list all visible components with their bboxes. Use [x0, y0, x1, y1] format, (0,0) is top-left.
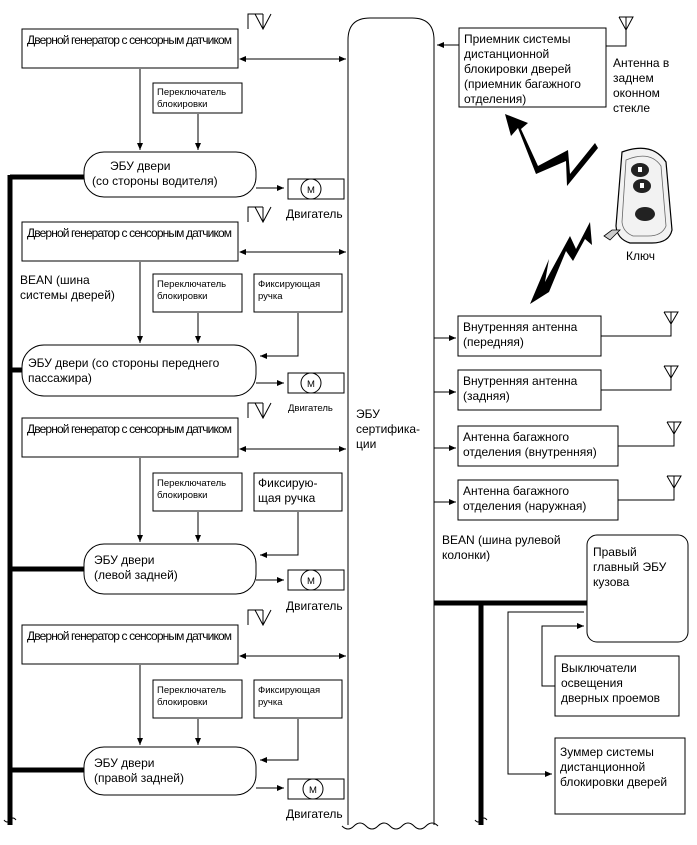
antenna-icon — [663, 365, 679, 379]
antenna-icon — [247, 609, 272, 627]
motor-letter: M — [309, 785, 317, 796]
lock-switch-box — [152, 472, 243, 512]
fixing-handle-box — [253, 472, 343, 512]
cert-break-bottom — [341, 822, 439, 830]
door-generator-label: Дверной генератор с сенсорным датчиком — [27, 226, 232, 240]
antenna-trunk-outer-box — [457, 479, 619, 521]
handle-to-ecu-arrow — [260, 512, 299, 558]
fixing-handle-box — [253, 679, 343, 719]
door-generator-box — [21, 417, 239, 458]
antenna-icon — [618, 16, 634, 32]
antenna-rear-label: Внутренняя антенна(задняя) — [463, 374, 578, 403]
ecu-driver — [83, 151, 257, 198]
antenna-wire — [618, 488, 675, 501]
door-generator-box — [21, 221, 239, 262]
antenna-wire — [601, 378, 672, 391]
handle-to-ecu-arrow — [260, 719, 299, 763]
courtesy-to-ecu-arrow — [541, 623, 584, 687]
ecu-right-rear-label: ЭБУ двери(правой задней) — [94, 756, 184, 785]
ecu-right-rear — [83, 746, 257, 796]
motor-label: Двигатель — [286, 207, 343, 221]
motor-icon — [300, 178, 322, 200]
motor-label: Двигатель — [288, 403, 333, 414]
signal-to-receiver-icon — [505, 114, 598, 186]
fixing-handle-box — [253, 273, 343, 313]
antenna-icon — [663, 311, 679, 325]
motor-letter: M — [307, 576, 315, 587]
ecu-left-rear — [83, 543, 257, 595]
antenna-trunk-inner-box — [457, 425, 619, 467]
antenna-rear-box — [457, 369, 602, 411]
ecu-front-passenger — [21, 344, 257, 397]
antenna-wire — [618, 434, 675, 447]
fixing-handle-label: Фиксирую-щая ручка — [258, 476, 317, 505]
motor-icon — [300, 372, 322, 394]
antenna-front-label: Внутренняя антенна(передняя) — [463, 320, 578, 349]
receiver-box — [458, 27, 607, 108]
lock-switch-box — [152, 679, 243, 719]
courtesy-switch-box — [554, 655, 680, 717]
body-ecu-box — [586, 534, 689, 643]
door-generator-box — [21, 28, 239, 69]
door-generator-label: Дверной генератор с сенсорным датчиком — [27, 33, 232, 47]
motor-icon — [300, 569, 322, 591]
bus-break-right — [474, 817, 488, 823]
key-label: Ключ — [626, 249, 655, 263]
certification-ecu-column — [347, 17, 435, 825]
lock-switch-box — [152, 82, 243, 114]
antenna-icon — [247, 402, 272, 420]
antenna-wire — [601, 324, 672, 337]
antenna-icon — [666, 475, 682, 489]
motor-label: Двигатель — [286, 599, 343, 613]
buzzer-box — [554, 737, 686, 815]
door-generator-label: Дверной генератор с сенсорным датчиком — [27, 629, 232, 643]
motor-letter: M — [307, 185, 315, 196]
motor-label: Двигатель — [286, 807, 343, 821]
signal-from-key-icon — [530, 222, 592, 304]
bus-break-left — [3, 817, 17, 823]
antenna-icon — [666, 421, 682, 435]
door-generator-label: Дверной генератор с сенсорным датчиком — [27, 422, 232, 436]
door-generator-box — [21, 624, 239, 665]
receiver-antenna-wire — [606, 30, 627, 47]
antenna-icon — [247, 13, 272, 31]
antenna-icon — [247, 206, 272, 224]
ecu-left-rear-label: ЭБУ двери(левой задней) — [94, 553, 178, 582]
motor-icon — [302, 778, 324, 800]
key-fob-icon — [603, 147, 673, 244]
handle-to-ecu-arrow — [260, 313, 299, 359]
ecu-driver-label: ЭБУ двери(со стороны водителя) — [92, 159, 218, 188]
lock-switch-box — [152, 273, 243, 313]
motor-letter: M — [307, 379, 315, 390]
ecu-to-buzzer-arrow — [507, 611, 584, 777]
antenna-front-box — [457, 315, 602, 357]
